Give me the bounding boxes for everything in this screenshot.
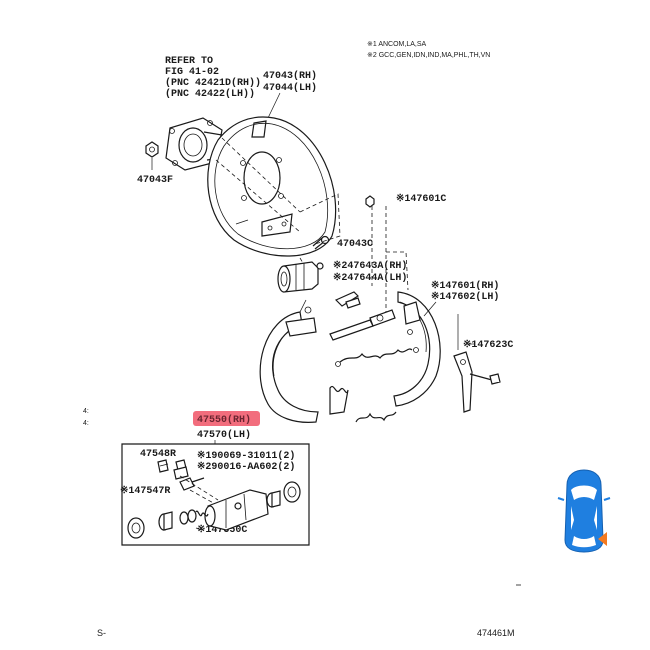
boot-left <box>127 517 145 539</box>
label-47043c[interactable]: 47043C <box>337 239 373 250</box>
label-47623c[interactable]: ※147623C <box>463 339 513 351</box>
label-cut-2: 4: <box>83 420 89 427</box>
wheel-cylinder-body <box>204 489 269 531</box>
piston-left <box>158 511 173 531</box>
label-47550-rh[interactable]: 47550(RH) <box>197 414 251 426</box>
label-47043-rh[interactable]: 47043(RH) <box>263 70 317 82</box>
label-90016[interactable]: ※290016-AA602(2) <box>197 461 295 473</box>
piston-cup-spring <box>179 509 209 525</box>
label-47570-lh[interactable]: 47570(LH) <box>197 429 251 441</box>
lower-return-spring <box>355 411 397 423</box>
label-cut-1: 4: <box>83 408 89 415</box>
refer-line-2[interactable]: FIG 41-02 <box>165 67 219 78</box>
piston-right <box>266 490 281 508</box>
label-47644a-lh[interactable]: ※247644A(LH) <box>333 272 407 284</box>
refer-line-3[interactable]: (PNC 42421D(RH)) <box>165 77 261 89</box>
adjuster-lever <box>334 291 361 309</box>
bleeder-plug <box>157 459 169 473</box>
brake-backing-plate <box>207 116 337 257</box>
footer-figure-number: 474461M <box>477 628 515 638</box>
footer-left-code: S- <box>97 628 106 638</box>
bleeder-screw <box>173 459 189 480</box>
parking-brake-lever <box>453 351 501 413</box>
label-47602-lh[interactable]: ※147602(LH) <box>431 291 499 303</box>
refer-line-1[interactable]: REFER TO <box>165 56 213 67</box>
label-47601-rh[interactable]: ※147601(RH) <box>431 280 499 292</box>
note-gcc: ※2 GCC,GEN,IDN,IND,MA,PHL,TH,VN <box>367 52 490 59</box>
hold-down-pin <box>365 195 375 208</box>
anchor-spring <box>329 386 349 415</box>
label-47043f[interactable]: 47043F <box>137 175 173 186</box>
label-47548r[interactable]: 47548R <box>140 449 176 460</box>
label-90069[interactable]: ※190069-31011(2) <box>197 450 295 462</box>
boot-right <box>283 481 301 503</box>
car-top-view-icon[interactable] <box>557 469 611 553</box>
label-47601c[interactable]: ※147601C <box>396 193 446 205</box>
label-47643a-rh[interactable]: ※247643A(RH) <box>333 260 407 272</box>
highlight-badge <box>193 411 260 426</box>
mounting-bolts <box>179 477 205 491</box>
position-marker-icon <box>598 532 607 546</box>
note-ancom: ※1 ANCOM,LA,SA <box>367 41 426 48</box>
adjuster-strut <box>329 309 396 341</box>
label-47547r[interactable]: ※147547R <box>120 485 170 497</box>
refer-line-4[interactable]: (PNC 42422(LH)) <box>165 88 255 100</box>
wheel-cylinder-assembly-box <box>121 440 310 546</box>
label-47044-lh[interactable]: 47044(LH) <box>263 82 317 94</box>
upper-return-spring <box>335 348 413 367</box>
wheel-cylinder-upper <box>277 261 324 293</box>
hub-nut <box>145 141 159 158</box>
brake-shoe-right <box>393 291 441 407</box>
brake-shoe-left <box>259 299 319 423</box>
